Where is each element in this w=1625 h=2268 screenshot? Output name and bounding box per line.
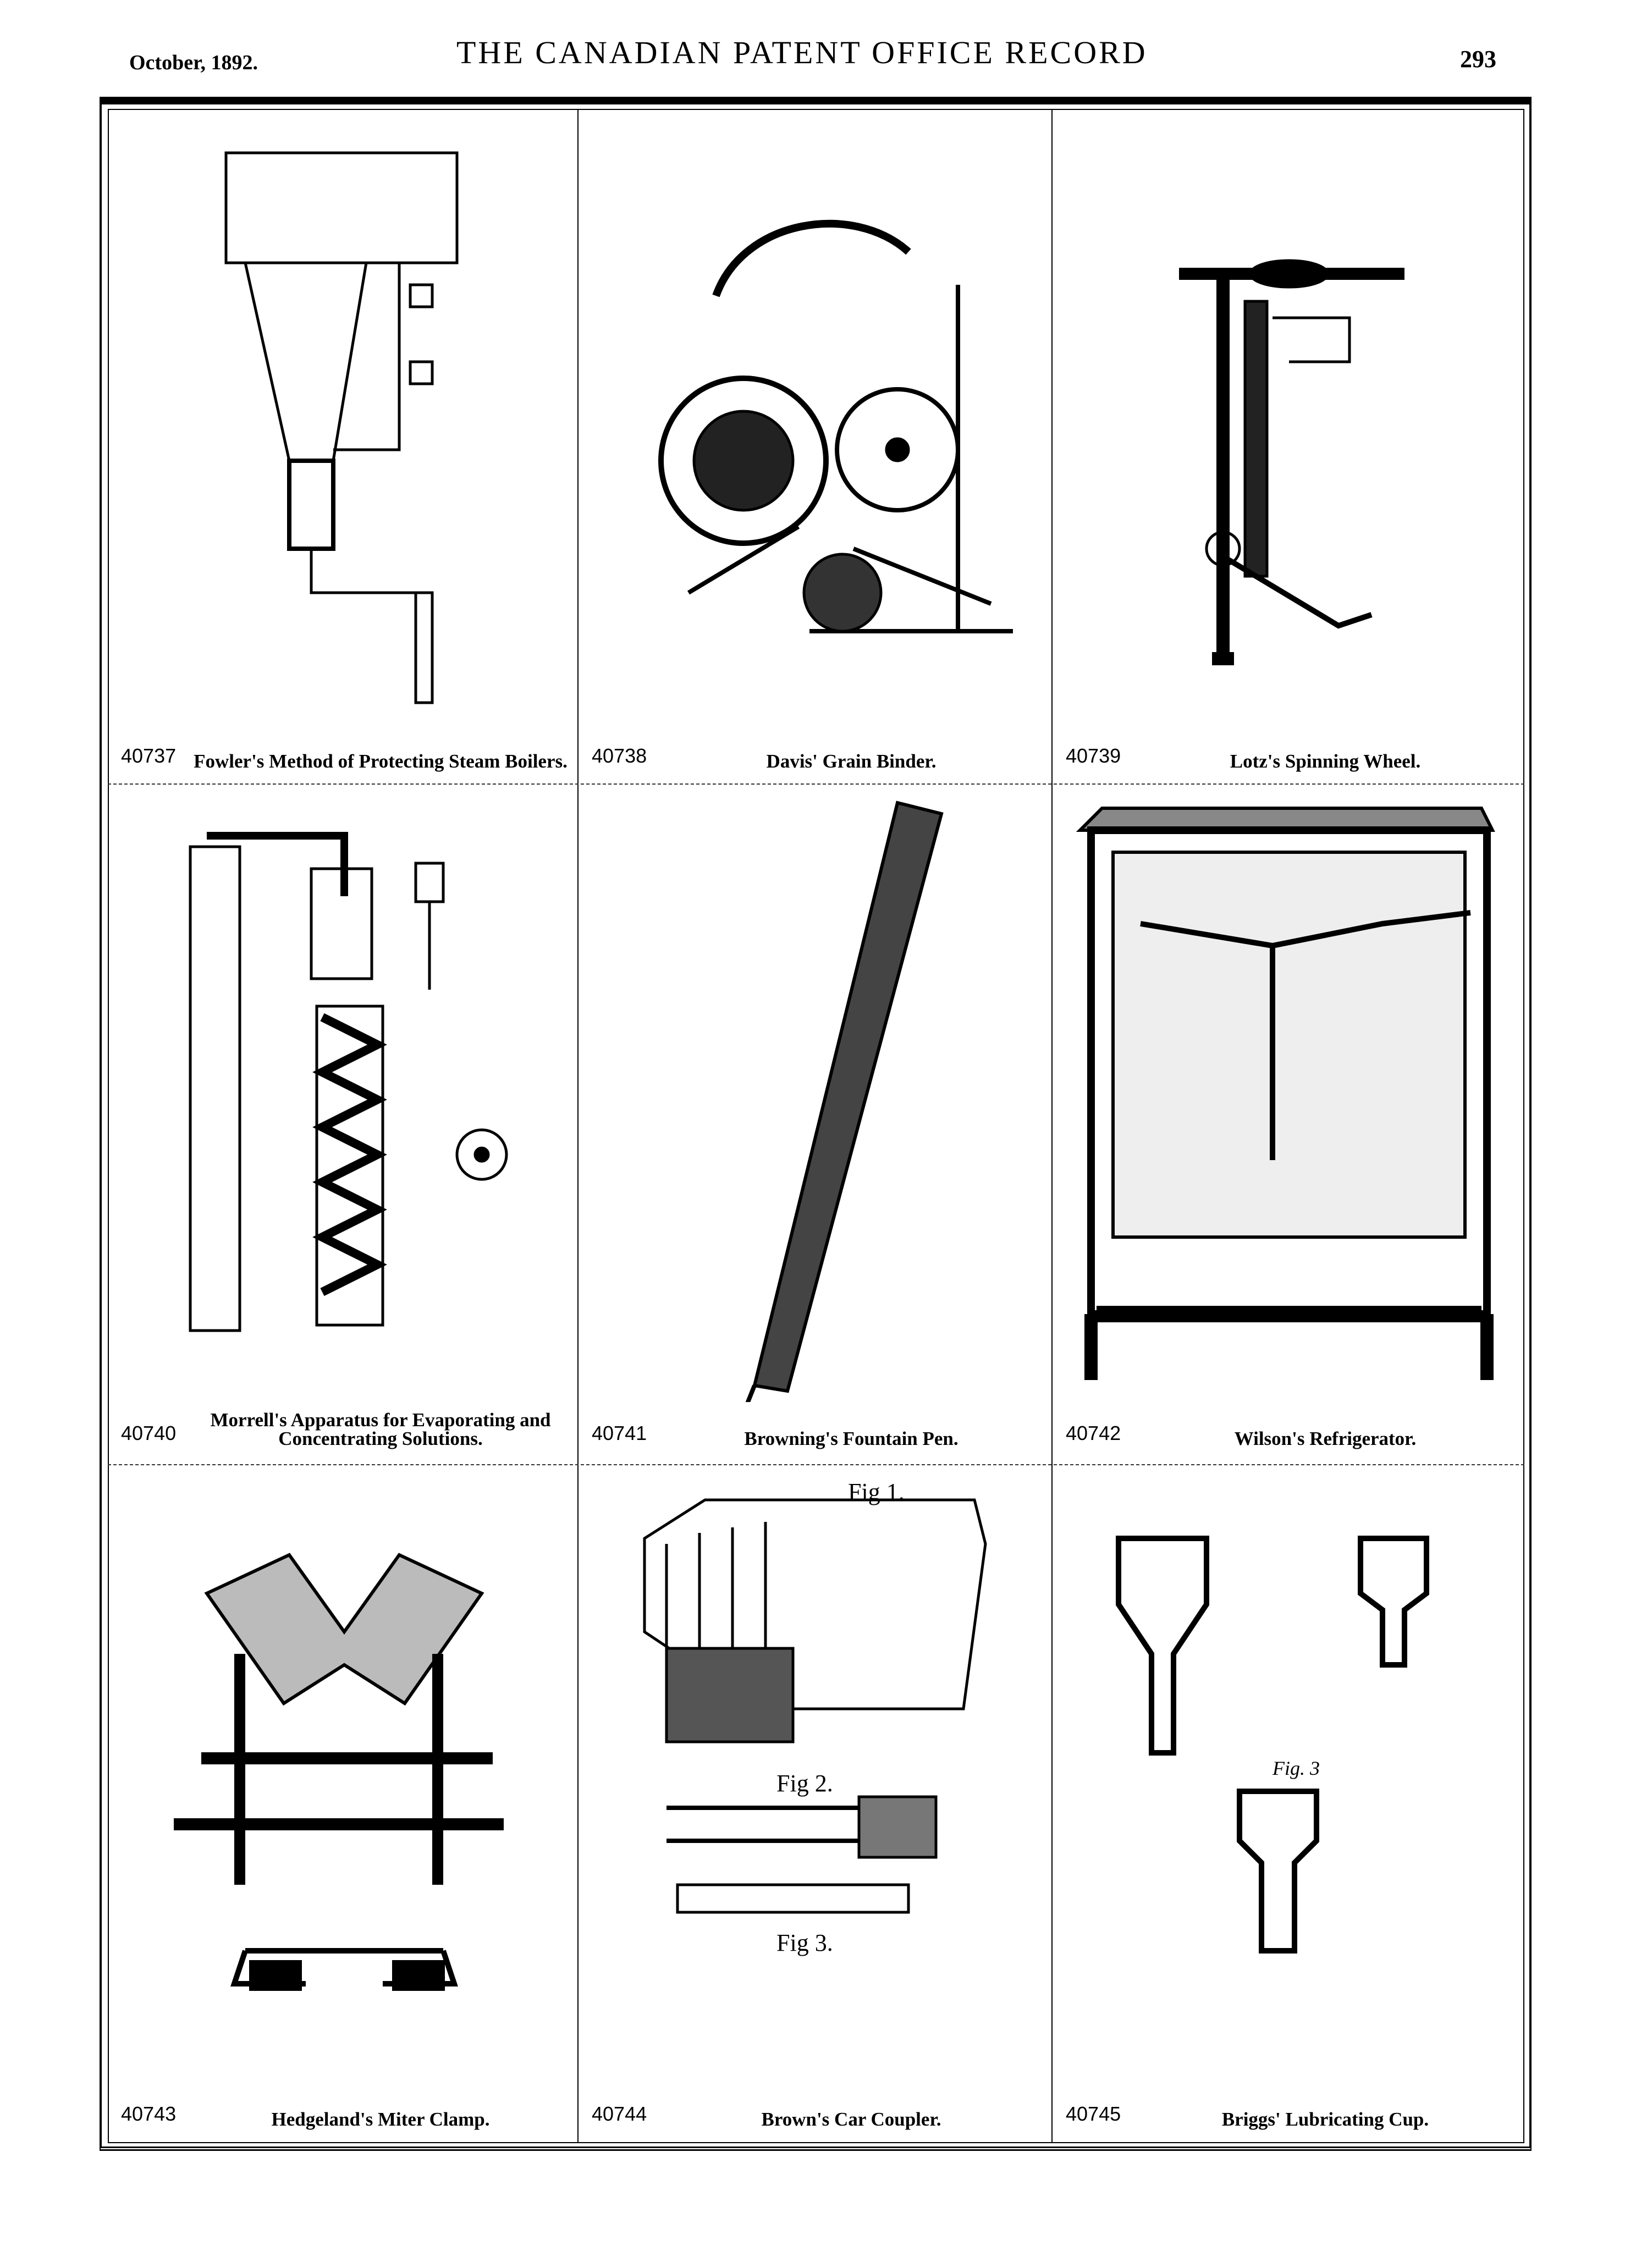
publication-title: THE CANADIAN PATENT OFFICE RECORD — [456, 35, 1148, 70]
patent-40743: 40743 Hedgeland's Miter Clamp. — [108, 1467, 582, 2144]
patent-40742: 40742 Wilson's Refrigerator. — [1053, 786, 1527, 1464]
spinning-wheel-illustration — [1179, 259, 1404, 665]
patent-40745: Fig. 3 40745 Briggs' Lubricating Cup. — [1053, 1467, 1527, 2144]
patent-title: Morrell's Apparatus for Evaporating and … — [210, 1409, 551, 1449]
patent-40739: 40739 Lotz's Spinning Wheel. — [1053, 109, 1527, 786]
column-divider — [577, 109, 579, 2143]
figure-label: Fig 3. — [776, 1929, 833, 1956]
column-divider — [1051, 109, 1053, 2143]
patent-number: 40745 — [1066, 2103, 1121, 2125]
evaporating-apparatus-illustration — [189, 832, 508, 1332]
patent-title: Briggs' Lubricating Cup. — [1221, 2109, 1429, 2130]
grain-binder-illustration — [658, 219, 1013, 633]
patent-number: 40741 — [592, 1422, 647, 1444]
patent-title: Davis' Grain Binder. — [766, 751, 937, 772]
patent-number: 40743 — [121, 2103, 177, 2125]
patent-number: 40742 — [1066, 1422, 1121, 1444]
row-divider — [108, 1464, 1524, 1465]
patent-number: 40738 — [592, 744, 647, 767]
patent-title: Browning's Fountain Pen. — [744, 1428, 959, 1449]
inner-frame — [108, 109, 1524, 2143]
patent-number: 40740 — [121, 1422, 177, 1444]
fountain-pen-illustration — [745, 801, 944, 1402]
miter-clamp-illustration — [174, 1553, 504, 1991]
issue-date: October, 1892. — [129, 51, 258, 74]
patent-number: 40739 — [1066, 744, 1121, 767]
row-divider — [108, 783, 1524, 785]
car-coupler-illustration: Fig 1. Fig 2. Fig 3. — [643, 1478, 987, 1956]
patent-40737: 40737 Fowler's Method of Protecting Stea… — [108, 109, 582, 786]
lubricating-cup-illustration: Fig. 3 — [1116, 1536, 1429, 1954]
patent-title: Fowler's Method of Protecting Steam Boil… — [194, 751, 568, 772]
figure-label: Fig 1. — [848, 1478, 905, 1505]
patent-40744: Fig 1. Fig 2. Fig 3. 40744 Brown's Car C… — [579, 1467, 1053, 2144]
patent-title: Brown's Car Coupler. — [761, 2109, 941, 2130]
patent-title: Wilson's Refrigerator. — [1234, 1428, 1417, 1449]
steam-boiler-illustration — [224, 151, 459, 704]
patent-title: Lotz's Spinning Wheel. — [1230, 751, 1421, 772]
patent-title: Hedgeland's Miter Clamp. — [271, 2109, 490, 2130]
patent-number: 40737 — [121, 744, 177, 767]
page-number: 293 — [1460, 46, 1496, 73]
refrigerator-illustration — [1076, 807, 1495, 1380]
figure-label: Fig. 3 — [1272, 1757, 1320, 1779]
patent-40738: 40738 Davis' Grain Binder. — [579, 109, 1053, 786]
figure-label: Fig 2. — [776, 1770, 833, 1797]
patent-40740: 40740 Morrell's Apparatus for Evaporatin… — [108, 786, 582, 1464]
page-frame — [100, 97, 1532, 2151]
patent-40741: 40741 Browning's Fountain Pen. — [579, 786, 1053, 1464]
patent-number: 40744 — [592, 2103, 647, 2125]
